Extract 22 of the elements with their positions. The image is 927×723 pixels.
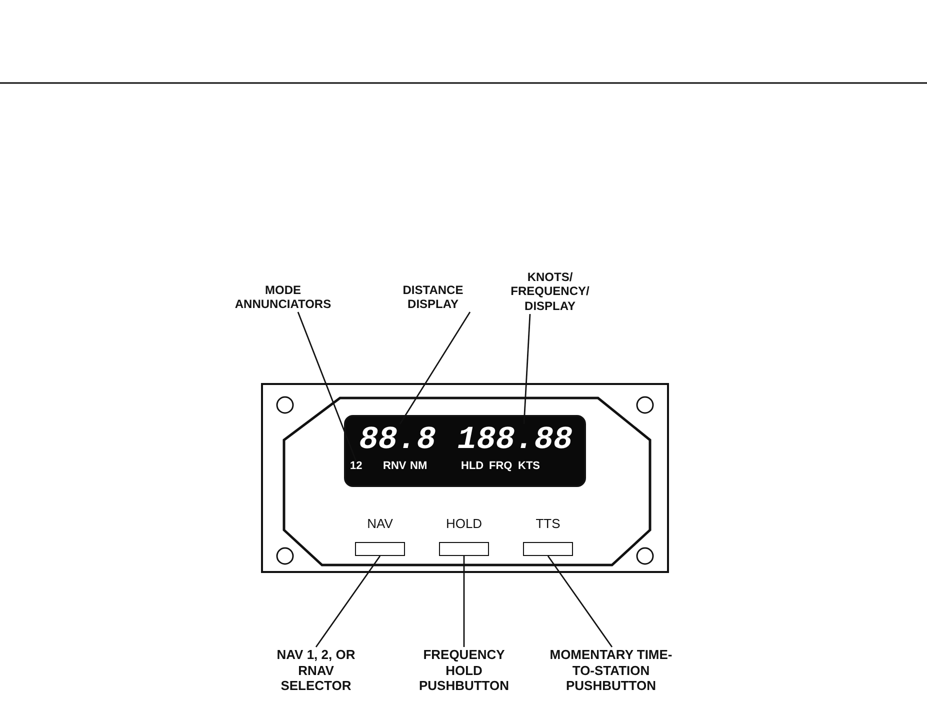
annunciator-text: RNV — [383, 461, 406, 472]
leader-line — [547, 556, 613, 648]
leader-line — [297, 312, 357, 462]
annunciator-text: KTS — [518, 461, 540, 472]
digit-readout: 188.88 — [450, 424, 580, 456]
annunciator-text: HLD — [461, 461, 484, 472]
callout-text: KNOTS/ FREQUENCY/ DISPLAY — [507, 270, 593, 314]
callout-text: DISTANCE DISPLAY — [393, 283, 473, 312]
button-label: TTS — [534, 517, 562, 530]
callout-text: MOMENTARY TIME-TO-STATION PUSHBUTTON — [546, 647, 676, 694]
annunciator-text: FRQ — [489, 461, 512, 472]
leader-line — [463, 556, 465, 647]
button-label: NAV — [366, 517, 394, 530]
leader-line — [315, 556, 381, 648]
button-label: HOLD — [444, 517, 484, 530]
digit-readout: 88.8 — [350, 424, 445, 456]
callout-text: NAV 1, 2, OR RNAV SELECTOR — [276, 647, 356, 694]
callout-text: MODE ANNUNCIATORS — [227, 283, 339, 312]
annunciator-text: 12 — [350, 461, 362, 472]
callout-text: FREQUENCY HOLD PUSHBUTTON — [415, 647, 513, 694]
annunciator-text: NM — [410, 461, 428, 472]
leader-line — [523, 314, 531, 424]
